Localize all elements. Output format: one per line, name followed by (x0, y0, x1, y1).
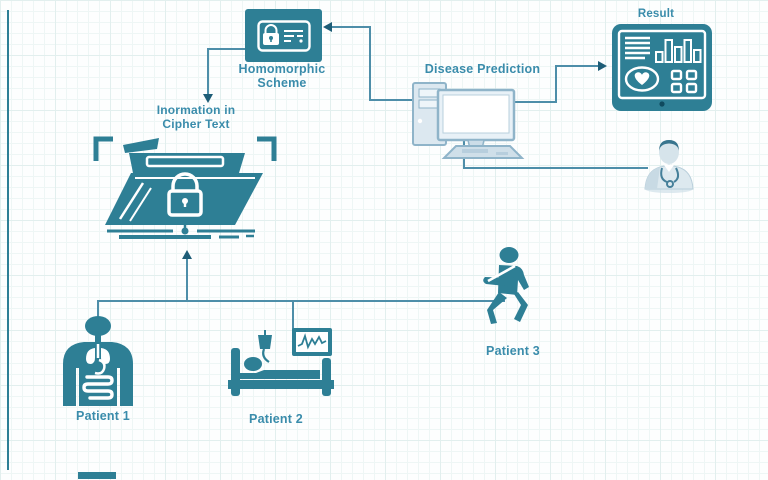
connector-scheme-to-cipher (207, 48, 209, 94)
connector-patient1-branch (97, 300, 99, 320)
patient-anatomy-icon (63, 316, 133, 406)
desktop-computer-icon (412, 82, 525, 159)
locked-folder-icon (93, 136, 277, 239)
hospital-bed-icon (228, 328, 334, 396)
connector-computer-to-scheme (330, 26, 371, 28)
cipher-label-line2: Cipher Text (162, 116, 230, 131)
patient2-label: Patient 2 (249, 412, 303, 426)
homomorphic-scheme-node (245, 9, 322, 62)
patient1-label: Patient 1 (76, 409, 130, 423)
connector-computer-to-scheme (369, 27, 371, 101)
connector-patients-trunk (97, 300, 505, 302)
connector-scheme-to-cipher (207, 48, 245, 50)
cipher-label-line1: Inormation in (156, 103, 236, 117)
result-tablet-icon (612, 24, 712, 111)
arrowhead-into-cipher (203, 94, 213, 103)
homomorphic-label-line1: Homomorphic (238, 62, 326, 76)
connector-computer-to-result (512, 101, 556, 103)
arrowhead-into-folder (182, 250, 192, 259)
arrowhead-into-result (598, 61, 607, 71)
canvas-bottom-scroll-thumb (78, 472, 116, 479)
connector-patients-to-folder (186, 259, 188, 302)
doctor-icon (644, 140, 694, 193)
result-label: Result (637, 8, 675, 20)
walking-patient-icon (483, 247, 529, 324)
cipher-text-label: Inormation in Cipher Text (126, 103, 266, 131)
disease-prediction-label: Disease Prediction (424, 62, 541, 76)
canvas-left-edge-line (7, 10, 9, 470)
id-card-icon (256, 19, 311, 52)
patient3-label: Patient 3 (486, 344, 540, 358)
connector-computer-to-result (555, 65, 598, 67)
connector-patient2-branch (292, 300, 294, 332)
connector-doctor-to-computer (463, 167, 648, 169)
connector-computer-to-scheme (369, 99, 416, 101)
homomorphic-label-line2: Scheme (257, 75, 307, 90)
arrowhead-into-scheme (323, 22, 332, 32)
homomorphic-scheme-label: Homomorphic Scheme (212, 62, 352, 90)
connector-computer-to-result (555, 65, 557, 103)
